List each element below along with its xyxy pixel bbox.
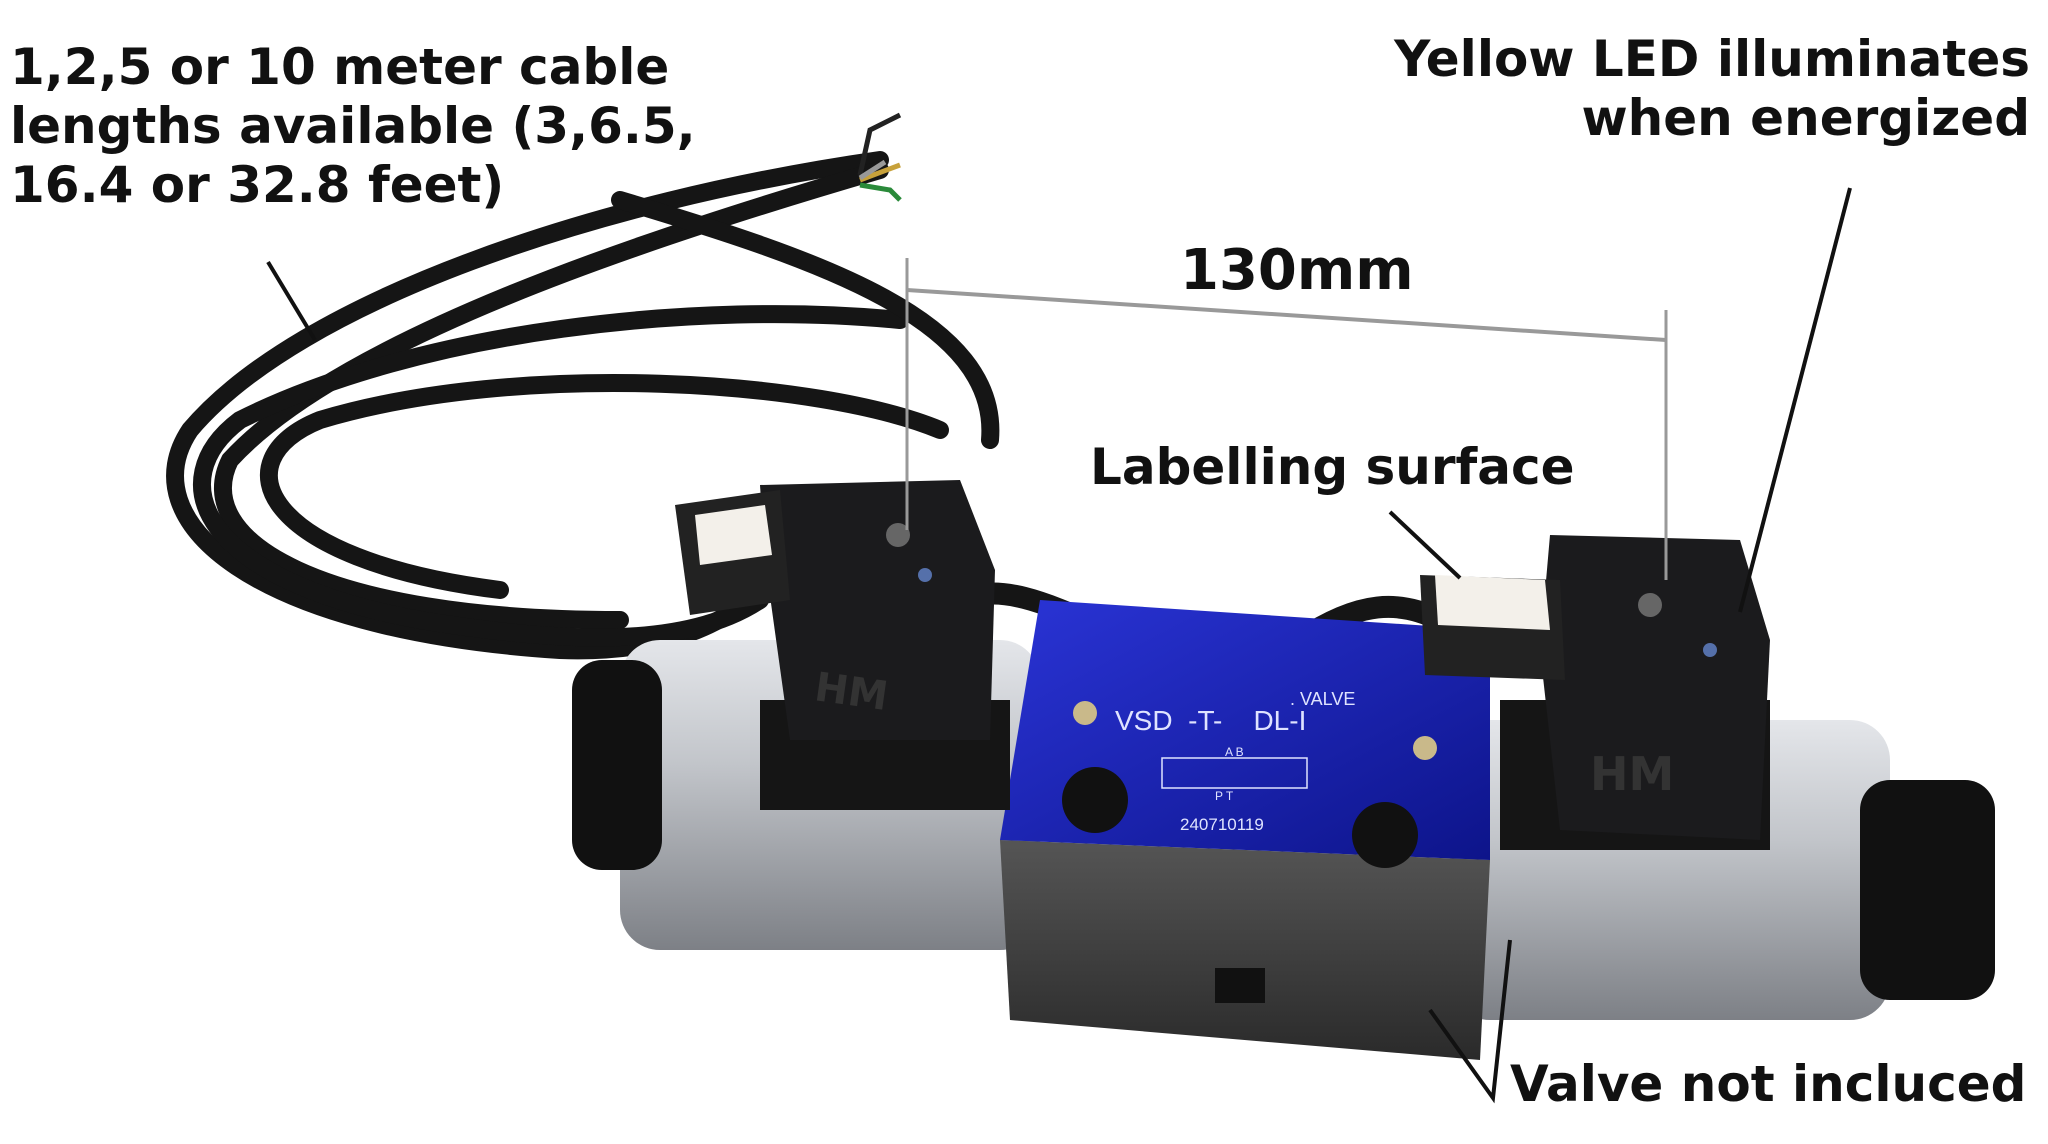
cable-length-line-1: 1,2,5 or 10 meter cable [10, 38, 670, 96]
led-line-1: Yellow LED illuminates [1394, 30, 2030, 88]
connector-right-brand: HM [1590, 747, 1674, 801]
valve-header: . VALVE [1290, 689, 1355, 709]
valve-serial: 240710119 [1180, 815, 1264, 834]
connector-right: HM [1420, 535, 1770, 850]
led-line-2: when energized [1581, 89, 2030, 147]
valve-model: VSD -T- DL-I [1115, 705, 1306, 736]
connector-left: HM [675, 480, 1010, 810]
dimension-line [906, 288, 1667, 342]
dimension-label: 130mm [1180, 238, 1414, 303]
labelling-pointer [1388, 510, 1462, 580]
cable-wires [857, 112, 902, 202]
cable-pointer [266, 260, 317, 342]
led-pointer [1738, 187, 1852, 613]
labelling-surface-label: Labelling surface [1090, 438, 1575, 496]
valve-pointer [1428, 939, 1512, 1104]
cable-length-line-2: lengths available (3,6.5, [10, 97, 696, 155]
cable-length-line-3: 16.4 or 32.8 feet) [10, 156, 505, 214]
cable-length-annotation: 1,2,5 or 10 meter cable lengths availabl… [10, 38, 696, 215]
led-annotation: Yellow LED illuminates when energized [1394, 30, 2030, 148]
valve-body: . VALVE VSD -T- DL-I A B P T 240710119 [1000, 600, 1490, 1060]
connector-left-brand: HM [812, 664, 891, 720]
annotation-lines [266, 187, 1852, 1104]
valve-ports-top: A B [1225, 745, 1244, 759]
valve-not-included-label: Valve not incluced [1510, 1055, 2027, 1113]
valve-ports-bottom: P T [1215, 789, 1234, 803]
